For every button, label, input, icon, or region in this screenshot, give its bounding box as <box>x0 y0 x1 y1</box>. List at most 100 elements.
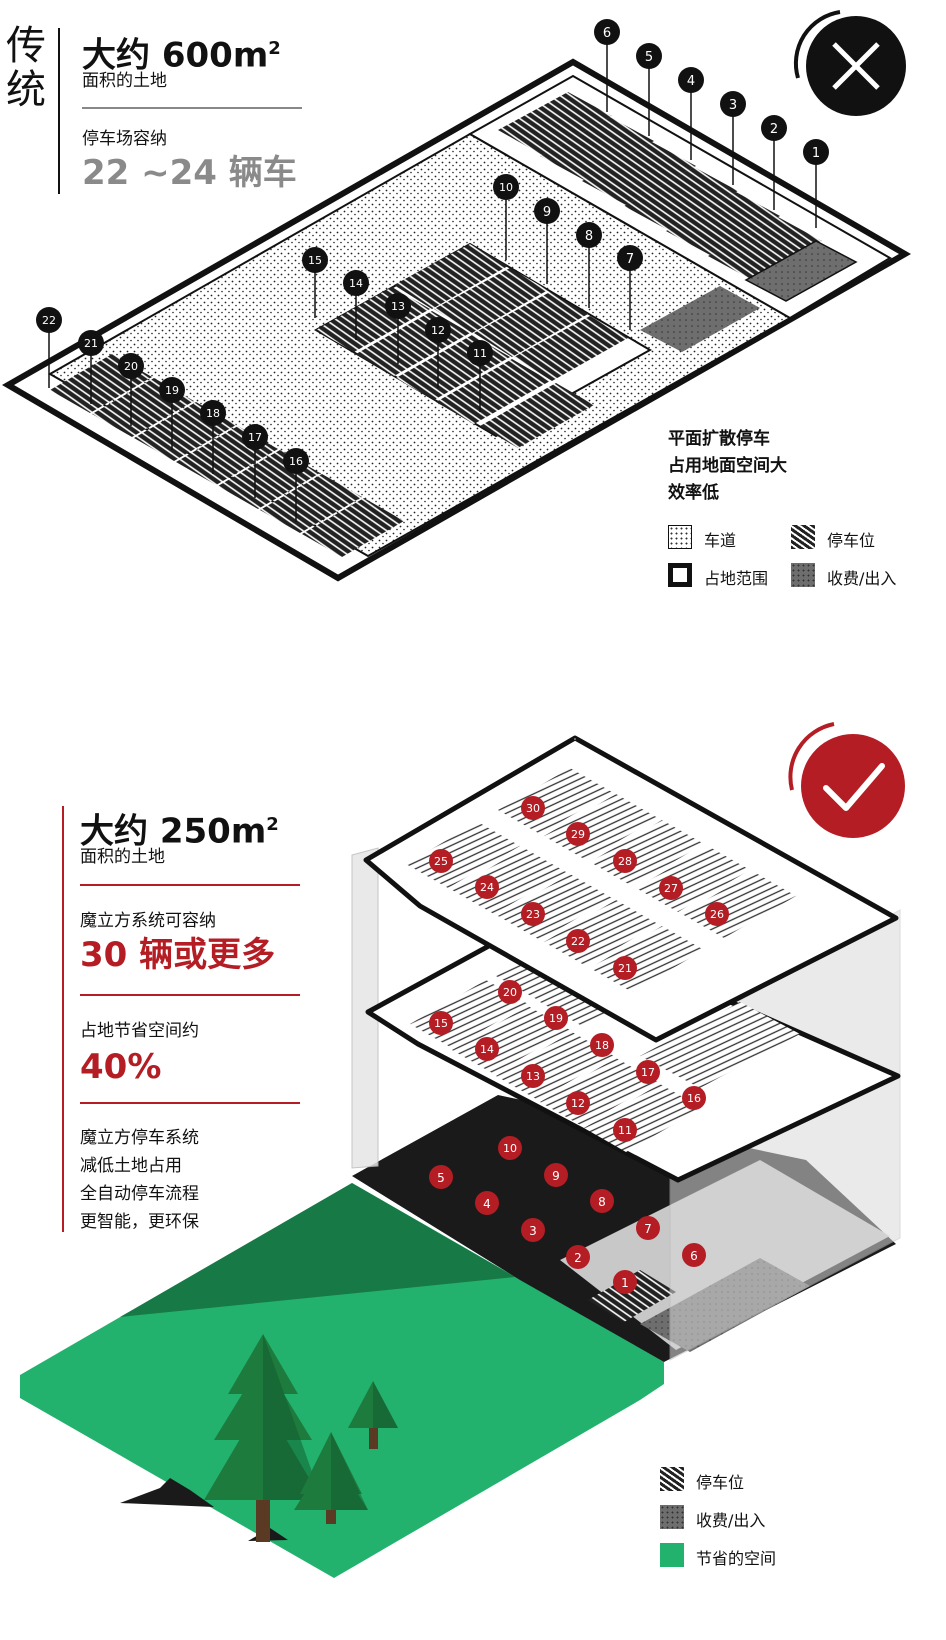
svg-text:18: 18 <box>595 1039 609 1052</box>
check-icon <box>823 763 885 811</box>
spot-pin-16: 16 <box>682 1086 706 1110</box>
svg-text:23: 23 <box>526 908 540 921</box>
svg-text:22: 22 <box>42 314 56 327</box>
legend-swatch-footprint <box>668 563 692 587</box>
svg-text:29: 29 <box>571 828 585 841</box>
spot-pin-29: 29 <box>566 822 590 846</box>
top-spot-pins: 1 2 3 4 5 6 7 8 9 10 11 12 13 14 15 16 1… <box>36 19 829 522</box>
legend-swatch-parking <box>660 1467 684 1491</box>
spot-pin-6: 6 <box>594 19 620 112</box>
spot-pin-15: 15 <box>302 247 328 318</box>
svg-text:2: 2 <box>574 1251 582 1265</box>
top-area-title: 大约 600m2 <box>82 35 281 76</box>
spot-pin-8: 8 <box>590 1189 614 1213</box>
saved-space-area <box>20 1183 664 1578</box>
bottom-saving-value: 40% <box>80 1047 162 1087</box>
spot-pin-24: 24 <box>475 875 499 899</box>
spot-pin-30: 30 <box>521 796 545 820</box>
top-capacity-caption: 停车场容纳 <box>82 129 167 149</box>
svg-text:9: 9 <box>543 205 551 220</box>
bottom-divider-3 <box>80 1102 300 1104</box>
legend-swatch-parking <box>791 525 815 549</box>
spot-pin-22: 22 <box>566 929 590 953</box>
svg-text:7: 7 <box>626 252 634 267</box>
svg-text:16: 16 <box>289 455 303 468</box>
svg-text:4: 4 <box>687 74 695 89</box>
spot-pin-12: 12 <box>566 1091 590 1115</box>
bottom-capacity-caption: 魔立方系统可容纳 <box>80 911 216 931</box>
spot-pin-9: 9 <box>544 1163 568 1187</box>
svg-text:4: 4 <box>483 1197 491 1211</box>
spot-pin-1: 1 <box>803 139 829 228</box>
legend-swatch-toll <box>791 563 815 587</box>
spot-pin-16: 16 <box>283 448 309 522</box>
spot-pin-27: 27 <box>659 876 683 900</box>
bottom-notes: 魔立方停车系统 减低土地占用 全自动停车流程 更智能，更环保 <box>80 1128 199 1232</box>
spot-pin-20: 20 <box>118 353 144 426</box>
svg-text:5: 5 <box>437 1171 445 1185</box>
svg-text:14: 14 <box>480 1043 494 1056</box>
spot-pin-2: 2 <box>566 1245 590 1269</box>
svg-text:2: 2 <box>770 122 778 137</box>
spot-pin-20: 20 <box>498 980 522 1004</box>
cube-spot-pins: 1 2 3 4 5 6 7 8 9 10 11 12 13 14 15 16 1… <box>429 796 729 1294</box>
bottom-area-title: 大约 250m2 <box>80 811 279 852</box>
legend-swatch-saved <box>660 1543 684 1567</box>
spot-pin-11: 11 <box>467 340 493 412</box>
cube-left-face <box>351 847 379 1169</box>
svg-text:3: 3 <box>729 98 737 113</box>
svg-text:13: 13 <box>391 300 405 313</box>
svg-text:7: 7 <box>644 1222 652 1236</box>
spot-pin-13: 13 <box>521 1064 545 1088</box>
spot-pin-1: 1 <box>613 1270 637 1294</box>
svg-text:8: 8 <box>585 229 593 244</box>
spot-pin-13: 13 <box>385 293 411 364</box>
spot-pin-12: 12 <box>425 317 451 388</box>
bottom-area-caption: 面积的土地 <box>80 847 165 867</box>
svg-text:8: 8 <box>598 1195 606 1209</box>
spot-pin-14: 14 <box>343 270 369 340</box>
spot-pin-10: 10 <box>493 174 519 260</box>
spot-pin-4: 4 <box>475 1191 499 1215</box>
svg-text:28: 28 <box>618 855 632 868</box>
svg-text:11: 11 <box>473 347 487 360</box>
svg-text:22: 22 <box>571 935 585 948</box>
spot-pin-18: 18 <box>590 1033 614 1057</box>
svg-text:17: 17 <box>641 1066 655 1079</box>
spot-pin-8: 8 <box>576 222 602 308</box>
check-badge <box>788 722 905 838</box>
svg-text:25: 25 <box>434 855 448 868</box>
spot-pin-3: 3 <box>521 1218 545 1242</box>
top-floor <box>363 735 899 1043</box>
svg-text:21: 21 <box>84 337 98 350</box>
spot-pin-25: 25 <box>429 849 453 873</box>
spot-pin-3: 3 <box>720 91 746 185</box>
spot-pin-19: 19 <box>159 377 185 450</box>
svg-text:5: 5 <box>645 50 653 65</box>
svg-text:12: 12 <box>571 1097 585 1110</box>
svg-text:17: 17 <box>248 431 262 444</box>
svg-text:12: 12 <box>431 324 445 337</box>
svg-text:15: 15 <box>434 1017 448 1030</box>
legend-swatch-toll <box>660 1505 684 1529</box>
svg-text:21: 21 <box>618 962 632 975</box>
svg-text:16: 16 <box>687 1092 701 1105</box>
saved-space-shadow <box>120 1183 515 1317</box>
spot-pin-9: 9 <box>534 198 560 284</box>
svg-text:10: 10 <box>503 1142 517 1155</box>
spot-pin-28: 28 <box>613 849 637 873</box>
svg-text:30: 30 <box>526 802 540 815</box>
cross-badge <box>793 10 906 116</box>
cube-system: 1 2 3 4 5 6 7 8 9 10 11 12 13 14 15 16 1… <box>20 722 905 1578</box>
svg-text:13: 13 <box>526 1070 540 1083</box>
svg-text:3: 3 <box>529 1224 537 1238</box>
top-capacity-value: 22 ~24 辆车 <box>82 153 297 193</box>
svg-text:1: 1 <box>621 1276 629 1290</box>
svg-text:19: 19 <box>165 384 179 397</box>
spot-pin-21: 21 <box>78 330 104 404</box>
upper-row-spots <box>498 92 858 352</box>
bottom-divider-2 <box>80 994 300 996</box>
bottom-saving-caption: 占地节省空间约 <box>80 1021 199 1041</box>
top-divider-vertical <box>58 28 60 194</box>
spot-pin-15: 15 <box>429 1011 453 1035</box>
